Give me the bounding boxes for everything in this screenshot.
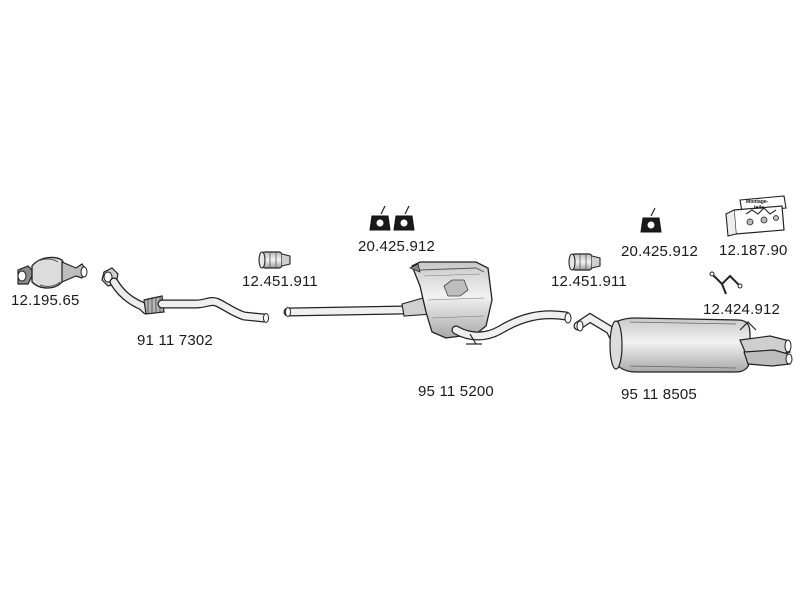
front-pipe — [101, 267, 269, 323]
label-rear-clamp: 12.451.911 — [551, 273, 627, 290]
middle-hangers — [369, 205, 415, 231]
label-middle-silencer: 95 11 5200 — [418, 383, 494, 400]
mounting-kit-box: Montage- teile — [725, 195, 787, 237]
hanger-left — [369, 205, 391, 231]
catalytic-converter — [17, 256, 88, 289]
rear-hanger — [640, 207, 662, 233]
hanger-right — [393, 205, 415, 231]
rear-bracket — [709, 271, 743, 295]
label-middle-hangers: 20.425.912 — [358, 238, 436, 255]
label-rear-silencer: 95 11 8505 — [621, 386, 697, 403]
mounting-kit-text-line1: Montage- — [746, 199, 769, 205]
label-catalytic-converter: 12.195.65 — [11, 292, 80, 309]
middle-silencer — [409, 261, 572, 345]
label-mounting-kit: 12.187.90 — [719, 242, 788, 259]
label-front-pipe: 91 11 7302 — [137, 332, 213, 349]
rear-silencer — [573, 312, 793, 373]
mounting-kit-text-line2: teile — [754, 205, 764, 211]
label-rear-bracket: 12.424.912 — [703, 301, 781, 318]
label-rear-hanger: 20.425.912 — [621, 243, 699, 260]
middle-pipe — [283, 295, 433, 317]
rear-clamp — [568, 253, 601, 271]
front-clamp — [258, 251, 291, 269]
label-front-clamp: 12.451.911 — [242, 273, 318, 290]
